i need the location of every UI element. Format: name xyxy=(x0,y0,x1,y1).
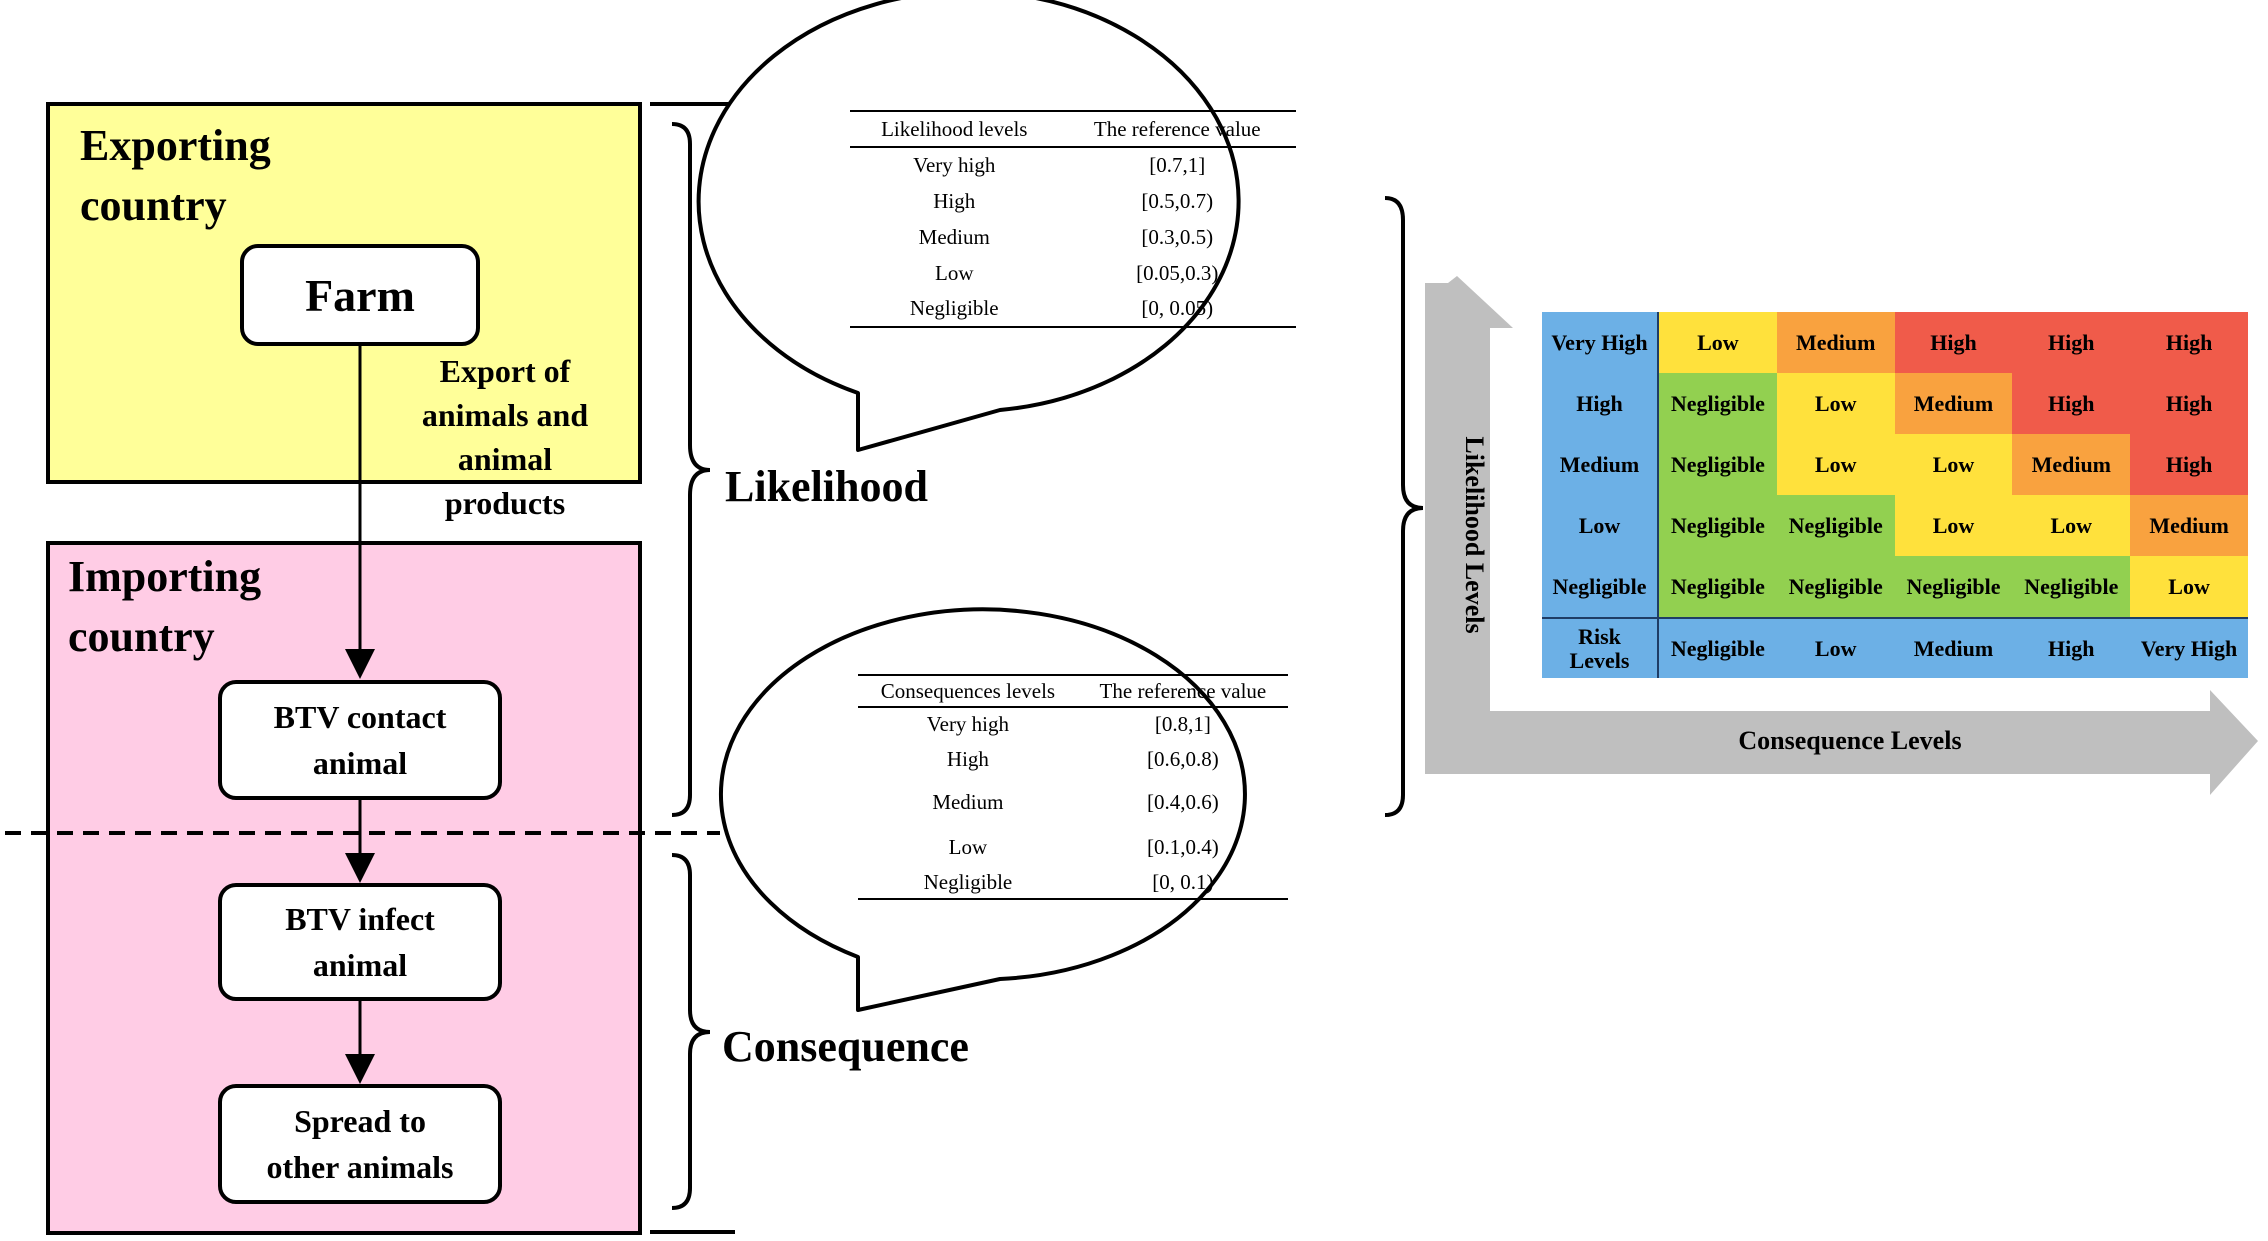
level-cell: High xyxy=(946,746,989,771)
likelihood-axis-arrow xyxy=(1425,276,1513,774)
level-cell: Very high xyxy=(913,153,996,177)
matrix-cell: Negligible xyxy=(1659,556,1777,617)
matrix-cell: High xyxy=(2130,434,2248,495)
consequence-speech-bubble xyxy=(718,607,1247,1012)
table-row: Negligible [0, 0.05) xyxy=(850,291,1296,328)
matrix-row-header: Negligible xyxy=(1542,556,1659,617)
table-row: Negligible [0, 0.1) xyxy=(858,867,1288,900)
level-cell: Medium xyxy=(918,224,990,249)
matrix-cell: Negligible xyxy=(1659,434,1777,495)
likelihood-phase-label: Likelihood xyxy=(725,462,928,511)
matrix-cell: Negligible xyxy=(1659,373,1777,434)
likelihood-reference-table: Likelihood levels The reference value Ve… xyxy=(850,110,1296,328)
likelihood-table-header-level: Likelihood levels xyxy=(850,111,1059,148)
exporting-country-title: Exporting country xyxy=(80,121,271,230)
consequence-phase-label: Consequence xyxy=(722,1022,969,1071)
level-cell: Very high xyxy=(926,712,1010,736)
level-cell: Medium xyxy=(932,789,1004,814)
matrix-col-header: Very High xyxy=(2130,617,2248,678)
matrix-cell: Low xyxy=(2130,556,2248,617)
level-cell: High xyxy=(933,188,976,213)
matrix-col-header: Medium xyxy=(1894,617,2013,678)
matrix-cell: Medium xyxy=(2130,495,2248,556)
matrix-col-header: Low xyxy=(1776,617,1895,678)
matrix-cell: High xyxy=(2130,373,2248,434)
matrix-col-header: High xyxy=(2012,617,2131,678)
value-cell: [0.05,0.3) xyxy=(1136,260,1219,285)
matrix-cell: Low xyxy=(2012,495,2131,556)
matrix-cell: Low xyxy=(1776,434,1895,495)
consequence-table-header-value: The reference value xyxy=(1077,675,1288,708)
farm-node: Farm xyxy=(240,244,480,346)
value-cell: [0.1,0.4) xyxy=(1147,834,1219,859)
matrix-cell: Low xyxy=(1659,312,1777,373)
level-cell: Low xyxy=(935,260,974,285)
matrix-cell: Negligible xyxy=(1659,495,1777,556)
matrix-cell: High xyxy=(1894,312,2013,373)
table-row: Low [0.1,0.4) xyxy=(858,827,1288,867)
value-cell: [0.7,1] xyxy=(1149,153,1206,177)
likelihood-brace xyxy=(671,122,711,817)
table-row: High [0.5,0.7) xyxy=(850,183,1296,219)
table-row: Low [0.05,0.3) xyxy=(850,255,1296,291)
likelihood-axis-label: Likelihood Levels xyxy=(1460,436,1489,634)
matrix-cell: Medium xyxy=(1776,312,1895,373)
value-cell: [0, 0.05) xyxy=(1058,291,1296,328)
consequence-axis-label: Consequence Levels xyxy=(1738,726,1962,755)
btv-contact-node: BTV contact animal xyxy=(218,680,502,800)
table-row: Very high [0.8,1] xyxy=(858,707,1288,741)
value-cell: [0, 0.1) xyxy=(1077,867,1288,900)
matrix-cell: Negligible xyxy=(1776,556,1895,617)
matrix-brace xyxy=(1384,196,1424,817)
matrix-cell: Low xyxy=(1894,434,2013,495)
matrix-corner-label: Risk Levels xyxy=(1542,617,1659,678)
likelihood-table-header-value: The reference value xyxy=(1058,111,1296,148)
level-cell: Low xyxy=(948,834,988,859)
matrix-cell: High xyxy=(2012,373,2131,434)
table-row: High [0.6,0.8) xyxy=(858,741,1288,777)
matrix-cell: High xyxy=(2130,312,2248,373)
value-cell: [0.8,1] xyxy=(1154,712,1211,736)
btv-infect-node: BTV infect animal xyxy=(218,883,502,1001)
matrix-cell: Low xyxy=(1894,495,2013,556)
spread-node: Spread to other animals xyxy=(218,1084,502,1204)
consequence-table-header-level: Consequences levels xyxy=(858,675,1078,708)
matrix-row-header: High xyxy=(1542,373,1659,434)
value-cell: [0.5,0.7) xyxy=(1141,188,1214,213)
level-cell: Negligible xyxy=(858,867,1078,900)
value-cell: [0.4,0.6) xyxy=(1147,789,1219,814)
value-cell: [0.3,0.5) xyxy=(1141,224,1214,249)
matrix-cell: Negligible xyxy=(1776,495,1895,556)
matrix-row-header: Low xyxy=(1542,495,1659,556)
export-edge-label: Export of animals and animal products xyxy=(421,353,589,521)
table-row: Very high [0.7,1] xyxy=(850,147,1296,183)
matrix-cell: Low xyxy=(1776,373,1895,434)
matrix-row-header: Very High xyxy=(1542,312,1659,373)
importing-country-title: Importing country xyxy=(68,552,262,661)
matrix-cell: Negligible xyxy=(2012,556,2131,617)
table-row: Medium [0.3,0.5) xyxy=(850,219,1296,255)
matrix-cell: High xyxy=(2012,312,2131,373)
consequence-reference-table: Consequences levels The reference value … xyxy=(858,674,1288,900)
value-cell: [0.6,0.8) xyxy=(1147,746,1219,771)
matrix-cell: Medium xyxy=(2012,434,2131,495)
matrix-row-header: Medium xyxy=(1542,434,1659,495)
matrix-cell: Medium xyxy=(1894,373,2013,434)
matrix-col-header: Negligible xyxy=(1659,617,1777,678)
consequence-axis-arrow xyxy=(1448,690,2258,795)
likelihood-axis-arrow-head xyxy=(1425,280,1490,328)
level-cell: Negligible xyxy=(850,291,1059,328)
consequence-brace xyxy=(671,853,711,1210)
table-row: Medium [0.4,0.6) xyxy=(858,777,1288,827)
matrix-cell: Negligible xyxy=(1894,556,2013,617)
